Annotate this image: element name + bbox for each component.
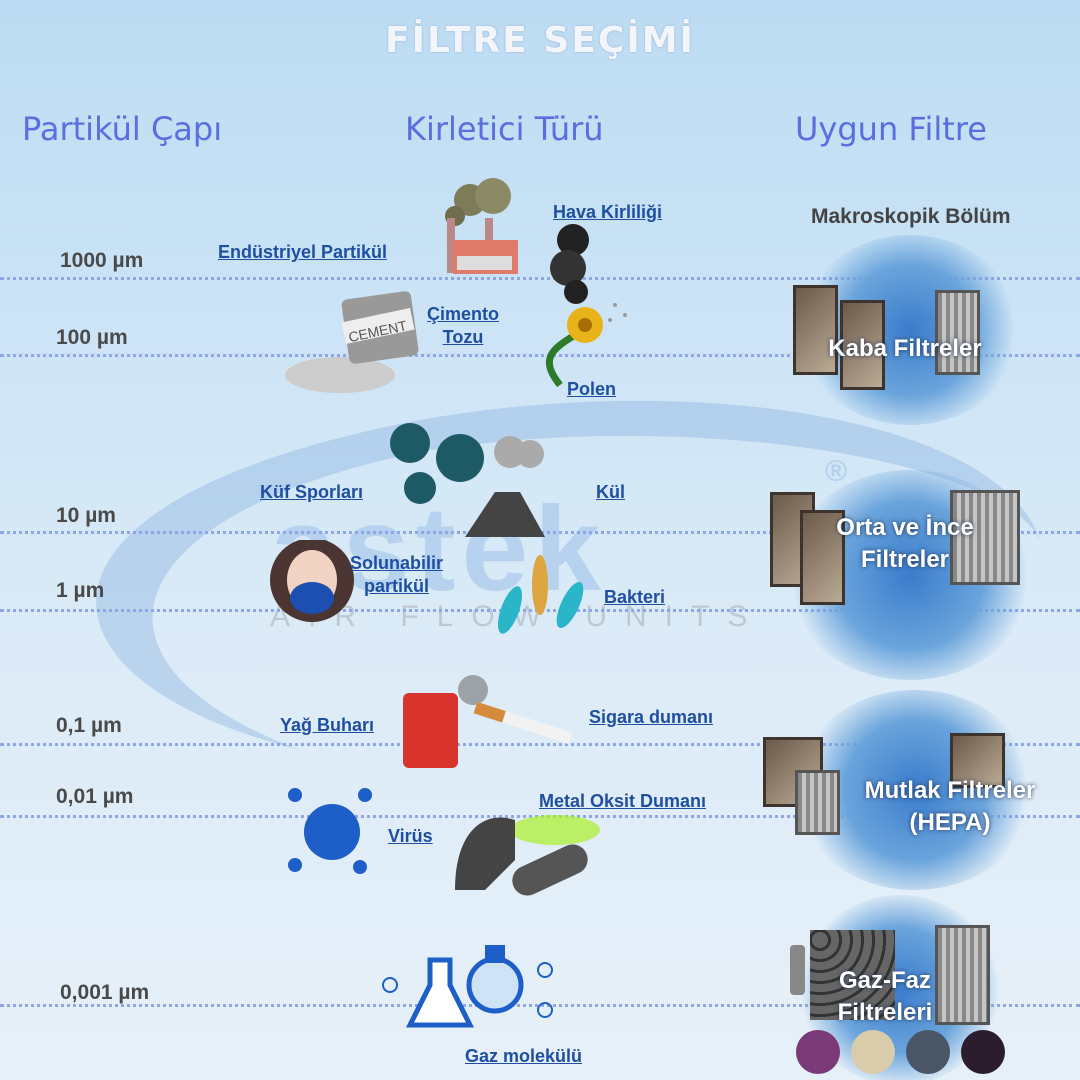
welder-icon bbox=[455, 815, 600, 896]
size-label: 1000 µm bbox=[60, 249, 144, 272]
pollutant-metal-oxide-link[interactable]: Metal Oksit Dumanı bbox=[539, 791, 707, 811]
pollutant-cigarette-link[interactable]: Sigara dumanı bbox=[589, 707, 714, 727]
pollen-flower-icon bbox=[545, 303, 627, 388]
size-label: 1 µm bbox=[56, 579, 105, 602]
divider-100 bbox=[0, 354, 1080, 357]
divider-01 bbox=[0, 743, 1080, 746]
column-heading-pollutant: Kirletici Türü bbox=[405, 110, 604, 148]
filter-image bbox=[800, 510, 845, 605]
coarse-filter-label: Kaba Filtreler bbox=[828, 335, 982, 362]
pollutant-pollen-link[interactable]: Polen bbox=[567, 379, 617, 399]
macroscopic-section-label: Makroskopik Bölüm bbox=[811, 205, 1011, 228]
hepa-filter-line1: Mutlak Filtreler bbox=[864, 777, 1036, 804]
size-label: 100 µm bbox=[56, 326, 128, 349]
mold-spores-icon bbox=[390, 423, 484, 504]
smoke-icon bbox=[550, 224, 589, 304]
pollutant-air-pollution-link[interactable]: Hava Kirliliği bbox=[553, 202, 663, 222]
size-label: 0,001 µm bbox=[60, 981, 150, 1004]
oil-can-cigarette-icon bbox=[403, 675, 573, 768]
media-sample bbox=[796, 1030, 840, 1074]
size-label: 0,1 µm bbox=[56, 714, 122, 737]
hepa-filter-line2: (HEPA) bbox=[909, 809, 991, 837]
divider-1000 bbox=[0, 277, 1080, 280]
pollutant-virus-link[interactable]: Virüs bbox=[388, 826, 433, 846]
cement-line2: Tozu bbox=[442, 327, 484, 348]
page-title: FİLTRE SEÇİMİ bbox=[385, 20, 695, 61]
volcano-icon bbox=[465, 436, 545, 537]
medium-filter-line1: Orta ve İnce bbox=[836, 514, 974, 541]
pollutant-ash-link[interactable]: Kül bbox=[596, 482, 625, 502]
filter-image bbox=[810, 930, 895, 1020]
size-label: 0,01 µm bbox=[56, 785, 134, 808]
cement-line1: Çimento bbox=[427, 304, 499, 324]
person-mask-icon bbox=[270, 540, 354, 622]
column-heading-size: Partikül Çapı bbox=[22, 110, 223, 148]
media-sample bbox=[906, 1030, 950, 1074]
respirable-line1: Solunabilir bbox=[350, 553, 444, 573]
column-heading-filter: Uygun Filtre bbox=[795, 110, 987, 148]
filter-image bbox=[935, 290, 980, 375]
filter-image bbox=[790, 945, 805, 995]
pollutant-industrial-link[interactable]: Endüstriyel Partikül bbox=[218, 242, 388, 262]
filter-image bbox=[950, 490, 1020, 585]
gas-filter-line2: Filtreleri bbox=[837, 999, 933, 1027]
pollutant-mold-link[interactable]: Küf Sporları bbox=[260, 482, 364, 502]
filter-image bbox=[795, 770, 840, 835]
pollutant-bacteria-link[interactable]: Bakteri bbox=[604, 587, 666, 607]
cement-bag-icon: CEMENT bbox=[285, 291, 419, 393]
bacteria-icon bbox=[497, 555, 584, 634]
respirable-line2: partikül bbox=[364, 576, 430, 597]
media-sample bbox=[851, 1030, 895, 1074]
registered-mark: ® bbox=[825, 455, 848, 488]
filter-image bbox=[935, 925, 990, 1025]
medium-filter-line2: Filtreler bbox=[860, 546, 950, 574]
filter-image bbox=[950, 733, 1005, 788]
filter-image bbox=[840, 300, 885, 390]
virus-icon bbox=[288, 788, 372, 874]
pollutant-gas-link[interactable]: Gaz molekülü bbox=[465, 1046, 583, 1066]
hepa-filter-label: Mutlak Filtreler (HEPA) bbox=[840, 775, 1060, 840]
pollutant-oil-vapor-link[interactable]: Yağ Buharı bbox=[280, 715, 375, 735]
factory-icon bbox=[445, 178, 518, 274]
gas-filter-line1: Gaz-Faz bbox=[838, 967, 931, 994]
media-sample bbox=[961, 1030, 1005, 1074]
size-label: 10 µm bbox=[56, 504, 116, 527]
gas-molecule-icon bbox=[382, 945, 553, 1028]
filter-image bbox=[793, 285, 838, 375]
pollutant-respirable-link[interactable]: Solunabilir partikül bbox=[350, 552, 443, 599]
